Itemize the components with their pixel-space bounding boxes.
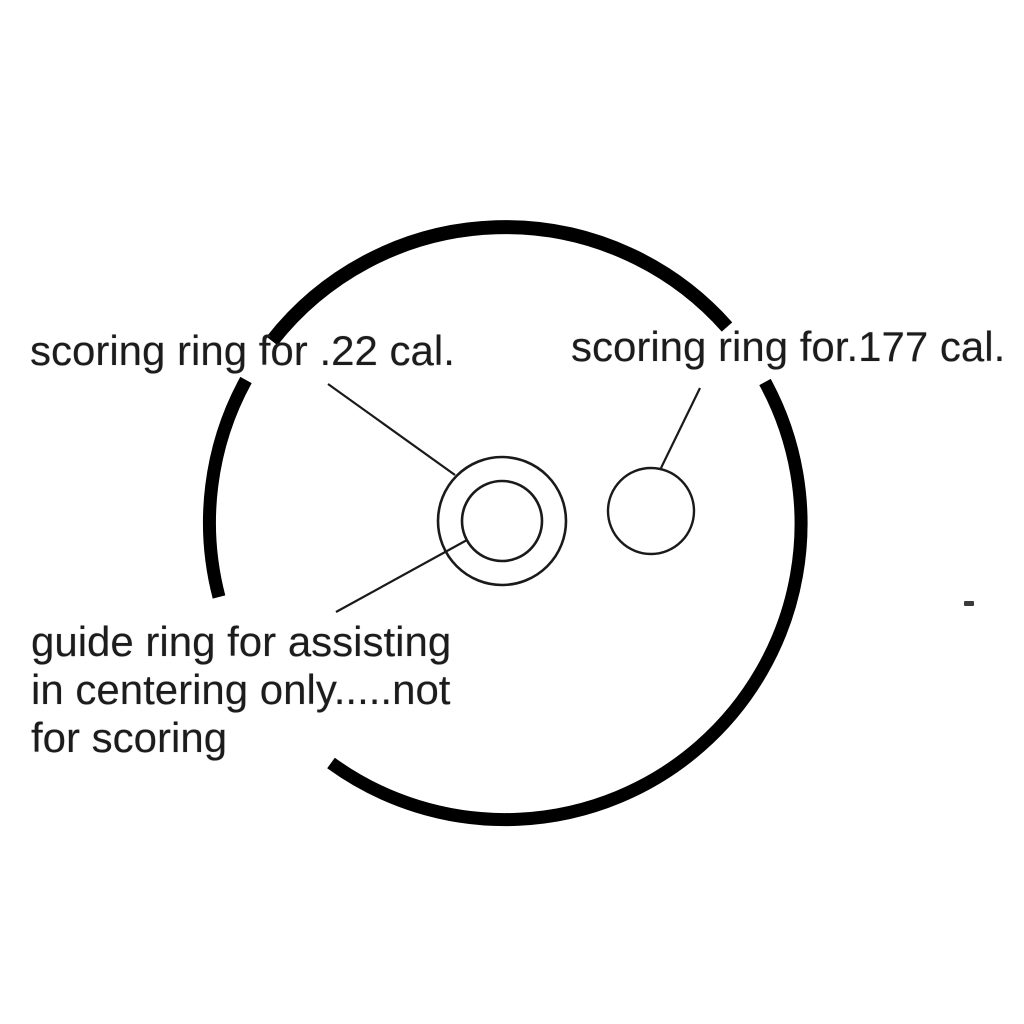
guide-ring-circle: [460, 479, 544, 563]
leader-line-177: [660, 387, 701, 469]
scoring-ring-22-circle: [436, 455, 568, 587]
scoring-ring-177-circle: [606, 466, 696, 556]
label-guide-ring-line-2: in centering only.....not: [31, 666, 451, 713]
target-edge-arc-top: [266, 220, 733, 346]
target-edge-arc-left: [203, 376, 252, 599]
label-guide-ring-line-3: for scoring: [31, 714, 228, 761]
stray-ink-mark: [964, 601, 974, 606]
label-guide-ring: guide ring for assisting in centering on…: [31, 618, 451, 762]
label-scoring-ring-177: scoring ring for.177 cal.: [571, 323, 1006, 370]
label-scoring-ring-22: scoring ring for .22 cal.: [30, 327, 455, 374]
leader-line-guide: [335, 539, 468, 613]
target-outline-group: [203, 220, 808, 827]
target-edge-arc-bottom-right: [327, 378, 808, 827]
leader-line-22: [327, 383, 456, 476]
label-guide-ring-line-1: guide ring for assisting: [31, 618, 452, 665]
